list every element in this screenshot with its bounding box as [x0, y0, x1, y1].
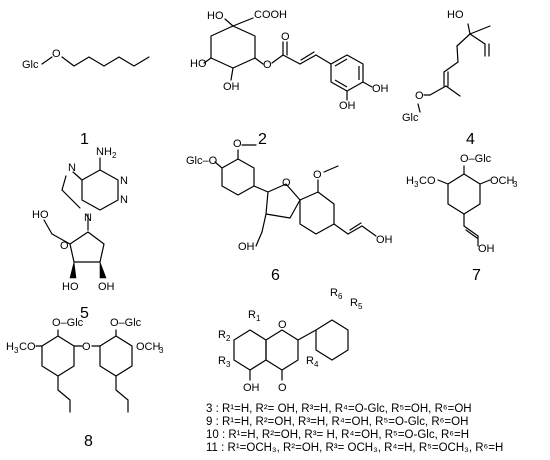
- svg-text:NH: NH: [96, 146, 112, 158]
- compound-4: HO O Glc 4: [402, 9, 491, 148]
- compound-2: HO COOH HO OH O O OH OH 2: [190, 9, 389, 148]
- compound-number-8: 8: [84, 433, 93, 450]
- svg-text:CO: CO: [419, 175, 436, 187]
- svg-text:OCH: OCH: [490, 175, 515, 187]
- svg-text:3: 3: [14, 346, 19, 355]
- glc-label: Glc: [22, 59, 39, 71]
- compound-number-2: 2: [258, 131, 267, 148]
- svg-text:OH: OH: [238, 241, 255, 253]
- svg-text:R: R: [248, 309, 256, 321]
- legend-line-9: 9 : R¹=H, R²=OH, R³=H, R⁴=OH, R⁵=O-Glc, …: [206, 416, 468, 428]
- svg-text:R: R: [218, 355, 226, 367]
- svg-text:OH: OH: [339, 100, 356, 112]
- flavone-core: O O OH R 1 R 2 R 3 R 4 R 5 R 6: [218, 287, 363, 394]
- svg-text:5: 5: [358, 302, 363, 311]
- svg-text:4: 4: [314, 360, 319, 369]
- svg-text:N: N: [120, 194, 128, 206]
- compound-7: O–Glc H 3 CO OCH 3 OH 7: [406, 153, 518, 284]
- svg-text:HO: HO: [32, 209, 49, 221]
- svg-text:O: O: [278, 382, 287, 394]
- svg-text:HO: HO: [447, 9, 464, 21]
- svg-text:6: 6: [338, 292, 343, 301]
- svg-text:N: N: [120, 175, 128, 187]
- svg-text:3: 3: [159, 346, 164, 355]
- svg-text:Glc: Glc: [402, 112, 419, 124]
- legend-line-3: 3 : R¹=H, R²= OH, R³=H, R⁴=O-Glc, R⁵=OH,…: [206, 403, 472, 415]
- svg-text:HO: HO: [207, 10, 224, 22]
- compound-number-1: 1: [80, 131, 89, 148]
- svg-text:O: O: [263, 59, 272, 71]
- svg-text:Glc–O: Glc–O: [186, 155, 218, 167]
- legend-line-11: 11 : R¹=OCH₃, R²=OH, R³= OCH₃, R⁴=H, R⁵=…: [206, 442, 503, 454]
- svg-text:OH: OH: [372, 83, 389, 95]
- svg-text:OH: OH: [243, 382, 260, 394]
- svg-text:COOH: COOH: [254, 9, 287, 21]
- svg-text:O–Glc: O–Glc: [52, 317, 84, 329]
- svg-text:OH: OH: [223, 81, 240, 93]
- svg-text:R: R: [218, 329, 226, 341]
- compound-number-4: 4: [466, 131, 475, 148]
- o-label: O: [52, 48, 61, 60]
- svg-text:2: 2: [226, 334, 231, 343]
- svg-text:O: O: [278, 319, 287, 331]
- svg-text:CO: CO: [19, 341, 36, 353]
- svg-text:O: O: [313, 169, 322, 181]
- svg-text:R: R: [350, 297, 358, 309]
- compound-5: NH 2 N N N N O HO HO OH 5: [32, 146, 128, 322]
- svg-text:R: R: [306, 355, 314, 367]
- svg-text:H: H: [6, 341, 14, 353]
- svg-text:O: O: [281, 31, 290, 43]
- svg-text:O: O: [60, 240, 69, 252]
- svg-text:H: H: [406, 175, 414, 187]
- svg-text:3: 3: [226, 360, 231, 369]
- legend-line-10: 10 : R¹=H, R²=OH, R³= H, R⁴=OH, R⁵=O-Glc…: [206, 429, 469, 441]
- compound-number-6: 6: [271, 267, 280, 284]
- compound-number-5: 5: [80, 305, 89, 322]
- svg-text:HO: HO: [190, 58, 207, 70]
- compound-6: Glc–O O O O OH OH 6: [186, 138, 393, 284]
- substituent-legend: 3 : R¹=H, R²= OH, R³=H, R⁴=O-Glc, R⁵=OH,…: [206, 403, 503, 454]
- svg-text:O–Glc: O–Glc: [460, 153, 492, 165]
- svg-text:OH: OH: [98, 281, 115, 293]
- svg-text:O–Glc: O–Glc: [110, 317, 142, 329]
- svg-text:N: N: [68, 162, 76, 174]
- svg-text:R: R: [330, 287, 338, 299]
- svg-text:3: 3: [513, 180, 518, 189]
- svg-text:2: 2: [112, 151, 117, 160]
- svg-text:3: 3: [414, 180, 419, 189]
- compound-number-7: 7: [472, 267, 481, 284]
- compound-1: Glc O 1: [22, 48, 150, 148]
- svg-text:OH: OH: [478, 243, 495, 255]
- svg-text:HO: HO: [62, 281, 79, 293]
- svg-text:O: O: [415, 90, 424, 102]
- compound-8: O–Glc O–Glc O H 3 CO OCH 3 8: [6, 317, 164, 450]
- svg-text:1: 1: [256, 314, 261, 323]
- svg-text:O: O: [82, 341, 91, 353]
- svg-text:OCH: OCH: [136, 341, 161, 353]
- svg-text:O: O: [233, 138, 242, 150]
- svg-text:OH: OH: [376, 234, 393, 246]
- svg-text:O: O: [282, 177, 291, 189]
